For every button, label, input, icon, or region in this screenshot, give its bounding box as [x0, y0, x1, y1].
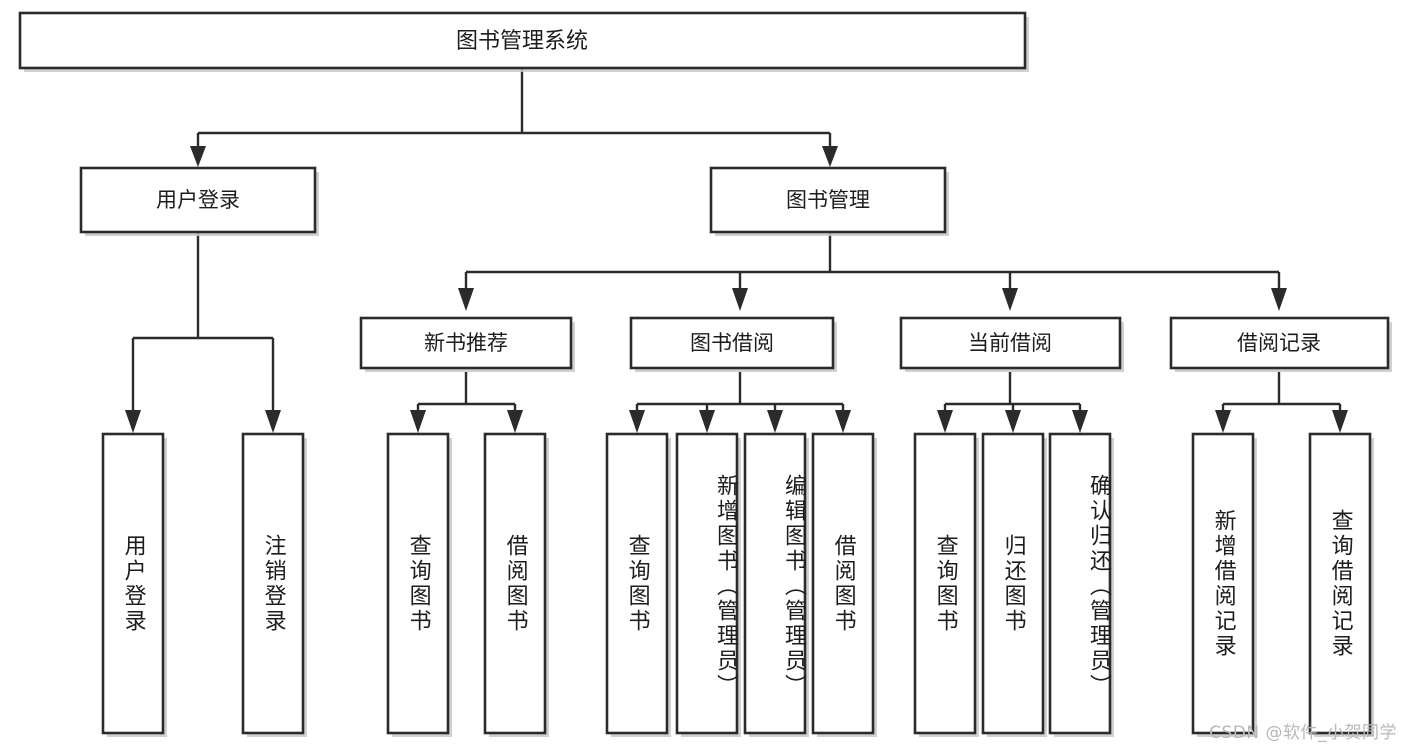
node-newbook[interactable]: 新书推荐 — [359, 316, 575, 372]
node-leaf9-rect[interactable] — [913, 432, 977, 735]
arrow-head-leaf4 — [507, 410, 523, 433]
node-newbook-label: 新书推荐 — [424, 331, 508, 355]
node-newbook-rect[interactable] — [359, 316, 573, 370]
node-borrow[interactable]: 图书借阅 — [629, 316, 837, 372]
arrow-head-leaf10 — [1005, 410, 1021, 433]
node-leaf3-rect[interactable] — [386, 432, 450, 735]
node-login-label: 用户登录 — [156, 188, 240, 212]
watermark-label: CSDN @软件_小贺同学 — [1209, 723, 1397, 743]
edge-current-to-leaves — [937, 372, 1088, 433]
arrow-head-login — [190, 146, 206, 167]
arrow-head-leaf12 — [1215, 410, 1231, 433]
arrow-head-leaf7 — [767, 410, 783, 433]
arrow-head-leaf8 — [835, 410, 851, 433]
node-leaf8-rect[interactable] — [811, 432, 875, 735]
node-leaf6-rect[interactable] — [675, 432, 739, 735]
edge-records-to-leaves — [1215, 372, 1348, 433]
node-borrow-rect[interactable] — [629, 316, 835, 370]
edge-bookmgmt-to-level3 — [458, 232, 1287, 311]
arrow-head-leaf11 — [1072, 410, 1088, 433]
arrow-head-records — [1271, 288, 1287, 311]
arrow-head-bookmgmt — [822, 146, 838, 167]
node-records[interactable]: 借阅记录 — [1169, 316, 1392, 372]
node-borrow-label: 图书借阅 — [690, 331, 774, 355]
edge-borrow-to-leaves — [629, 372, 851, 433]
edge-root-to-level2 — [190, 68, 838, 167]
node-leaf5-rect[interactable] — [605, 432, 669, 735]
arrow-head-leaf6 — [699, 410, 715, 433]
arrow-head-leaf13 — [1332, 410, 1348, 433]
node-root[interactable]: 图书管理系统 — [18, 11, 1029, 72]
arrow-head-borrow — [732, 288, 748, 311]
arrow-head-leaf1 — [125, 410, 141, 433]
node-records-rect[interactable] — [1169, 316, 1390, 370]
node-bookmgmt-label: 图书管理 — [786, 188, 870, 212]
node-root-label: 图书管理系统 — [456, 29, 588, 54]
arrow-head-leaf3 — [410, 410, 426, 433]
node-leaf12-rect[interactable] — [1191, 432, 1255, 735]
node-leaf7-rect[interactable] — [743, 432, 807, 735]
arrow-head-leaf9 — [937, 410, 953, 433]
arrow-head-leaf5 — [629, 410, 645, 433]
node-leaf11-rect[interactable] — [1048, 432, 1112, 735]
node-current-rect[interactable] — [899, 316, 1122, 370]
node-login-rect[interactable] — [79, 166, 317, 234]
arrow-head-leaf2 — [265, 410, 281, 433]
leaf-boxes — [101, 432, 1374, 737]
edge-newbook-to-leaves — [410, 372, 523, 433]
node-bookmgmt[interactable]: 图书管理 — [709, 166, 949, 236]
node-leaf10-rect[interactable] — [981, 432, 1045, 735]
node-root-rect[interactable] — [18, 11, 1027, 70]
node-leaf4-rect[interactable] — [483, 432, 547, 735]
node-leaf13-rect[interactable] — [1308, 432, 1372, 735]
arrow-head-current — [1002, 288, 1018, 311]
node-current[interactable]: 当前借阅 — [899, 316, 1124, 372]
node-current-label: 当前借阅 — [968, 331, 1052, 355]
node-leaf1-rect[interactable] — [101, 432, 165, 735]
node-leaf2-rect[interactable] — [241, 432, 305, 735]
node-bookmgmt-rect[interactable] — [709, 166, 947, 234]
arrow-head-newbook — [458, 288, 474, 311]
edge-login-to-leaves — [125, 232, 281, 433]
node-login[interactable]: 用户登录 — [79, 166, 319, 236]
node-records-label: 借阅记录 — [1237, 331, 1321, 355]
